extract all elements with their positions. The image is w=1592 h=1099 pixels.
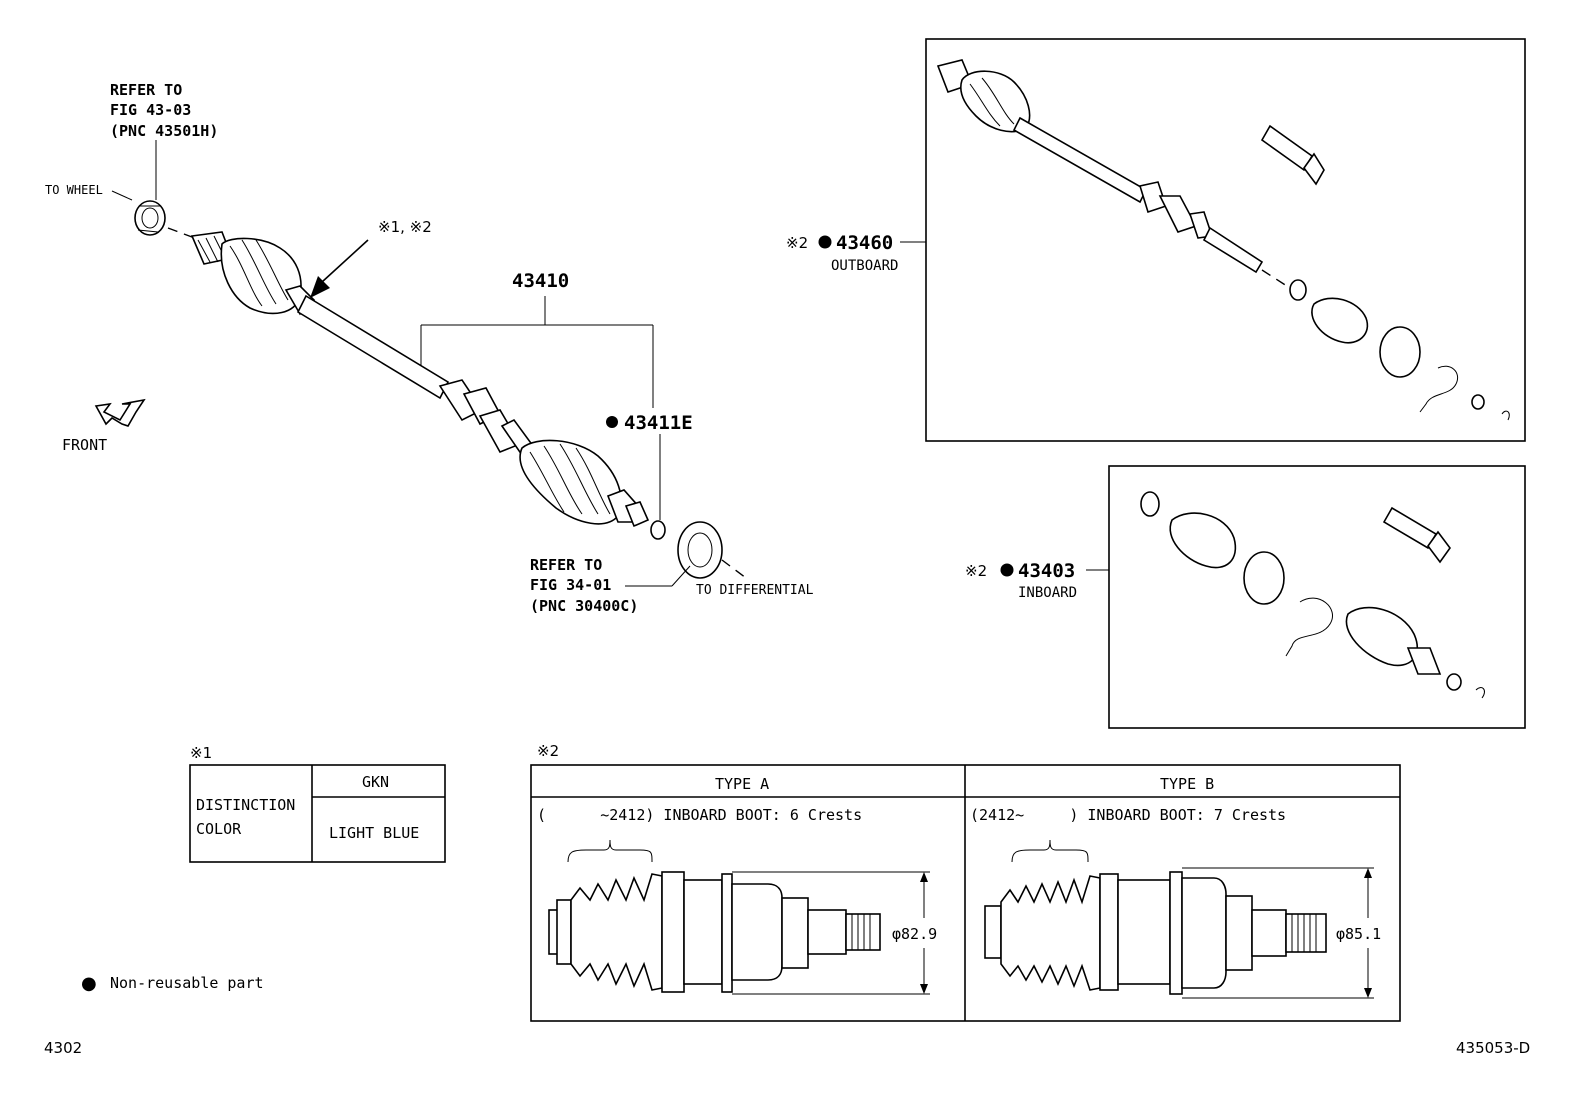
table1-header: GKN	[362, 773, 389, 791]
table2-mark: ※2	[537, 742, 559, 760]
part-43410-callout: 43410	[420, 270, 661, 520]
type-b-desc: (2412~ ) INBOARD BOOT: 7 Crests	[970, 806, 1286, 824]
boot-type-table: ※2 TYPE A TYPE B ( ~2412) INBOARD BOOT: …	[530, 742, 1401, 1022]
refer-wheel-line2: FIG 43-03	[110, 101, 191, 119]
type-a-joint-drawing: φ82.9	[548, 839, 937, 995]
part-43410-label: 43410	[512, 270, 569, 292]
table1-value: LIGHT BLUE	[329, 824, 419, 842]
refer-diff-line1: REFER TO	[530, 556, 602, 574]
part-43411e-callout: 43411E	[606, 412, 693, 434]
part-43403-label: 43403	[1018, 560, 1075, 582]
refer-diff-line3: (PNC 30400C)	[530, 597, 638, 615]
outboard-mark: ※2	[786, 234, 808, 252]
inboard-kit-box	[1108, 465, 1526, 729]
table1-row-label-2: COLOR	[196, 820, 242, 838]
drive-shaft	[190, 231, 650, 528]
outboard-kit-callout: ※2 43460 OUTBOARD	[786, 232, 926, 274]
non-reusable-dot	[606, 416, 618, 428]
non-reusable-dot	[1000, 563, 1014, 577]
type-b-diameter: φ85.1	[1336, 925, 1381, 943]
distinction-color-table: ※1 GKN DISTINCTION COLOR LIGHT BLUE	[189, 744, 446, 863]
type-a-desc: ( ~2412) INBOARD BOOT: 6 Crests	[537, 806, 862, 824]
outboard-label: OUTBOARD	[831, 258, 898, 274]
refer-wheel-line3: (PNC 43501H)	[110, 122, 218, 140]
refer-diff-note: REFER TO FIG 34-01 (PNC 30400C)	[530, 556, 691, 615]
inboard-kit-callout: ※2 43403 INBOARD	[965, 560, 1109, 601]
inboard-label: INBOARD	[1018, 585, 1077, 601]
legend: ● Non-reusable part	[81, 973, 264, 994]
inboard-mark: ※2	[965, 562, 987, 580]
part-43460-label: 43460	[836, 232, 893, 254]
table1-row-label-1: DISTINCTION	[196, 796, 295, 814]
snap-ring	[650, 520, 666, 540]
type-b-joint-drawing: φ85.1	[984, 839, 1381, 999]
type-b-header: TYPE B	[1160, 775, 1214, 793]
type-a-diameter: φ82.9	[892, 925, 937, 943]
refer-diff-line2: FIG 34-01	[530, 576, 611, 594]
table1-mark: ※1	[190, 744, 212, 762]
outboard-kit-parts	[936, 59, 1510, 421]
footer-illustration-id: 435053-D	[1456, 1039, 1530, 1057]
inboard-kit-parts	[1140, 491, 1485, 699]
part-43411e-label: 43411E	[624, 412, 693, 434]
to-differential-label: TO DIFFERENTIAL	[696, 583, 814, 598]
hub-nut	[134, 200, 166, 236]
oil-seal	[677, 521, 723, 579]
footer-figure-number: 4302	[44, 1039, 82, 1057]
callout-arrow-label: ※1, ※2	[378, 218, 432, 236]
to-wheel-label: TO WHEEL	[45, 183, 103, 197]
legend-text: Non-reusable part	[110, 974, 264, 992]
legend-symbol: ●	[81, 973, 97, 994]
front-indicator: FRONT	[62, 398, 146, 454]
outboard-kit-box	[925, 38, 1526, 442]
front-label: FRONT	[62, 436, 107, 454]
refer-wheel-line1: REFER TO	[110, 81, 182, 99]
type-a-header: TYPE A	[715, 775, 769, 793]
non-reusable-dot	[818, 235, 832, 249]
refer-wheel-note: REFER TO FIG 43-03 (PNC 43501H)	[110, 81, 218, 200]
callout-arrow: ※1, ※2	[310, 218, 432, 298]
